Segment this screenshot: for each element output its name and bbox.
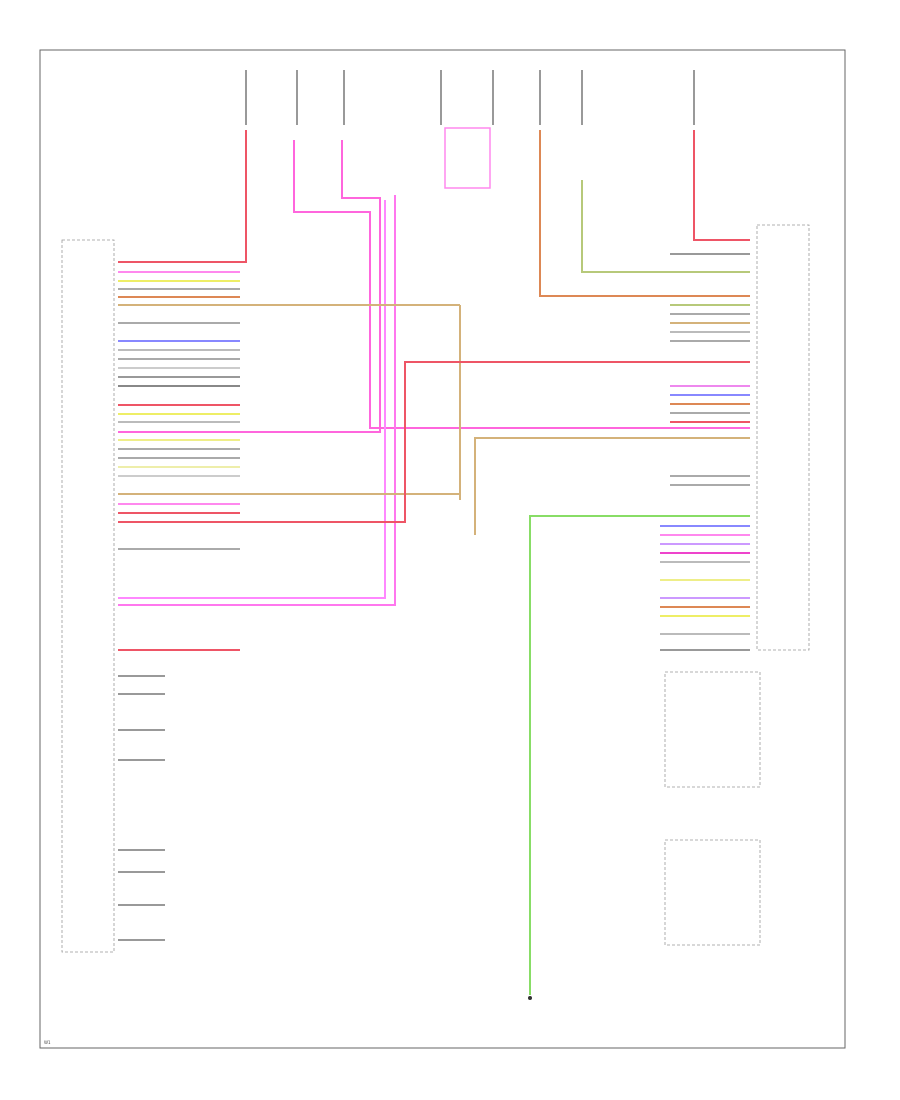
wire-olive-right [581,180,750,273]
bottom-sensor-connector [528,996,532,1000]
wire-loop-top-center [444,127,491,189]
wire-red-left-supply [118,130,247,263]
wire-pink-2 [118,140,381,433]
wire-green-sensor [529,515,750,995]
right-control-module [756,224,810,651]
fuse-drops [245,70,695,125]
wire-red-right [693,130,750,241]
footer-code: W1 [44,1040,51,1045]
right-wire-stubs [660,253,750,651]
left-switch-stubs [118,675,165,941]
right-switch-box-lower [664,839,761,946]
left-wire-stubs [118,271,750,651]
wire-violet-bus [118,195,396,606]
wire-pink-1 [293,140,750,429]
diagram-border [39,49,846,1049]
wire-violet-bus-2 [118,200,386,599]
right-switch-box-upper [664,671,761,788]
wire-tan-right [474,437,750,535]
wire-orange-right [539,130,750,297]
left-control-module [61,239,115,953]
